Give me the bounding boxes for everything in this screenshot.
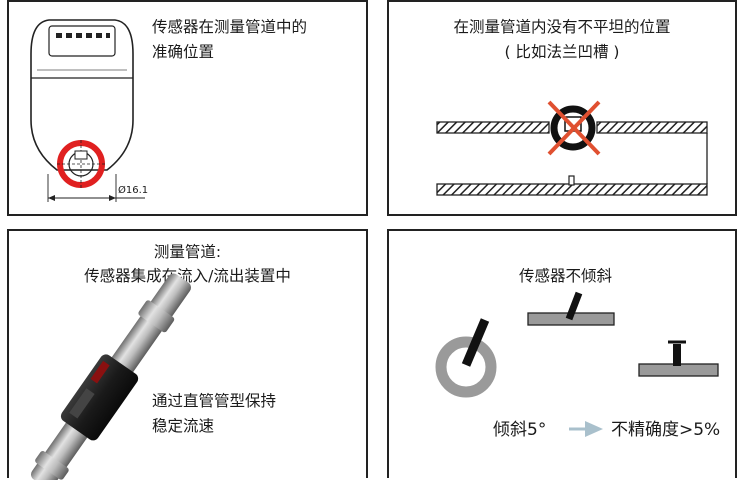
pipe-ring: [435, 336, 497, 398]
panel-sensor-position: Ø16.1 传感器在测量管道中的 准确位置: [7, 0, 368, 216]
connector-outline: [48, 25, 116, 57]
panel-sensor-no-tilt: 传感器不倾斜 倾斜5° 不精确度>5%: [387, 229, 737, 478]
title-line-1: 传感器在测量管道中的: [152, 18, 308, 36]
title-line-1: 测量管道:: [153, 243, 222, 261]
note-line-2: 稳定流速: [152, 417, 215, 435]
note-line-1: 通过直管管型保持: [152, 392, 277, 410]
connector-pins: [56, 33, 110, 38]
straight-sensor-stem: [673, 344, 681, 366]
panel-title: 传感器不倾斜: [519, 267, 613, 285]
title-line-2: 传感器集成在流入/流出装置中: [84, 267, 291, 285]
pipe-product-photo: [31, 273, 191, 480]
title-line-2: 准确位置: [152, 43, 215, 61]
pipe-bottom-wall: [436, 183, 708, 196]
sensor-housing: [60, 354, 139, 441]
tilted-sensor-stem: [461, 318, 490, 367]
panel-measuring-pipe: 测量管道: 传感器集成在流入/流出装置中 通过直管管型保持 稳定流速: [7, 229, 368, 480]
sensor-drawing: [30, 19, 145, 202]
dimension-label: Ø16.1: [118, 185, 149, 196]
tilt-diagram: [435, 291, 719, 437]
pipe-diagram: [436, 100, 708, 196]
sensor-circle: [550, 105, 596, 151]
accuracy-label: 不精确度>5%: [611, 420, 721, 440]
tilt-label: 倾斜5°: [493, 420, 547, 440]
panel-no-uneven-position: 在测量管道内没有不平坦的位置 ( 比如法兰凹槽 ): [387, 0, 737, 216]
pipe-top-wall-right: [596, 121, 708, 134]
flange-groove: [568, 175, 575, 186]
title-line-2: ( 比如法兰凹槽 ): [504, 43, 620, 61]
title-line-1: 在测量管道内没有不平坦的位置: [453, 18, 671, 36]
sensor-body-outline: [30, 19, 134, 171]
pipe-top-wall-left: [436, 121, 550, 134]
